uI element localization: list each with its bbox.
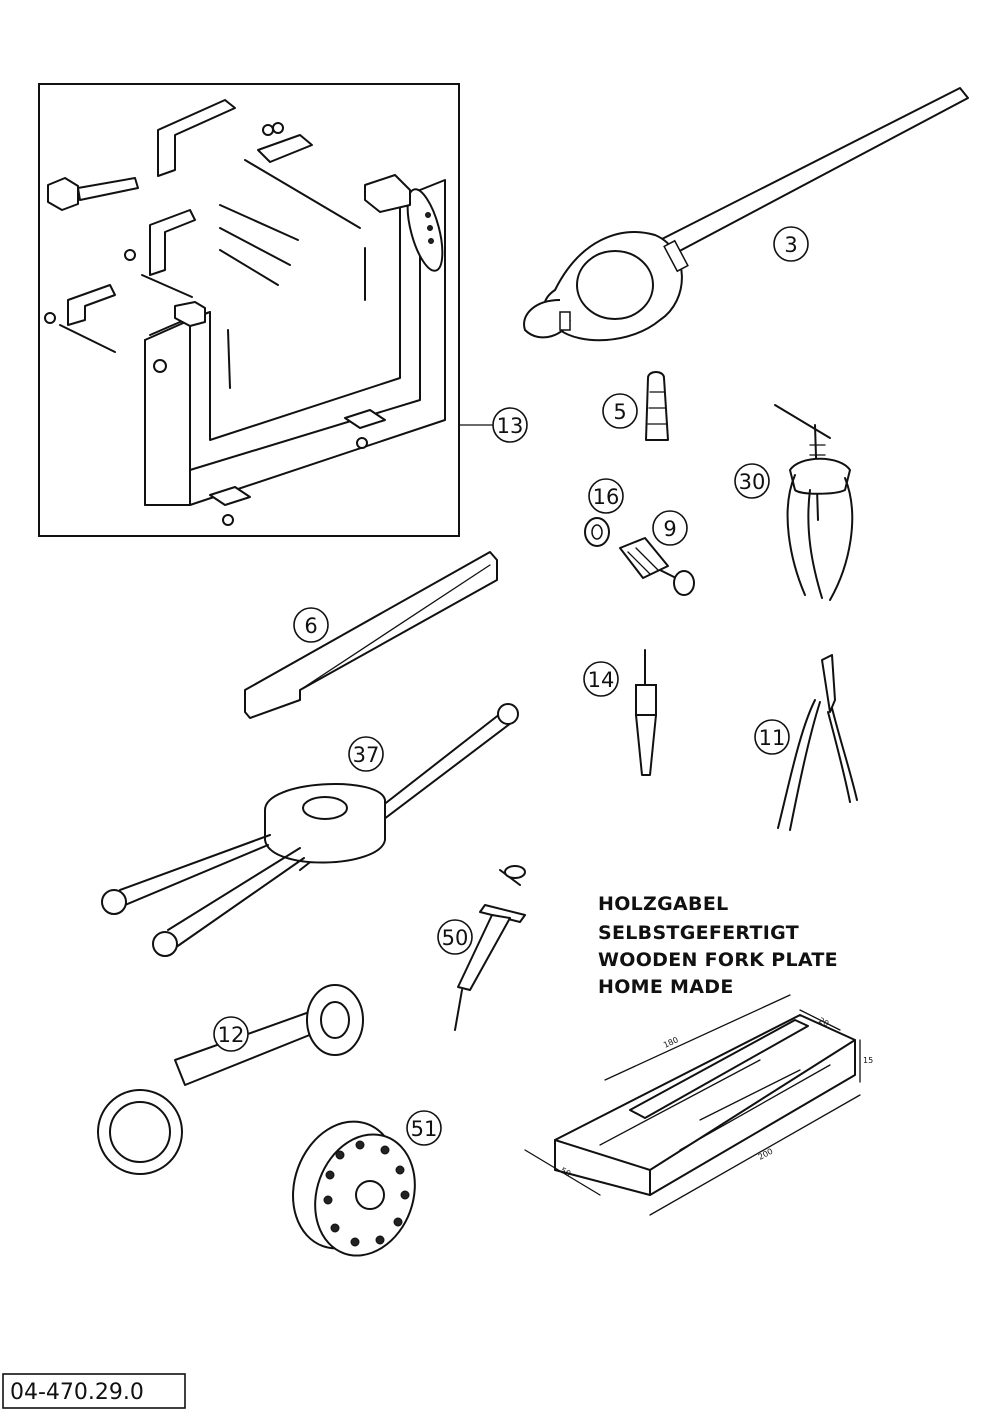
document-number-box: 04-470.29.0 [2,1373,186,1409]
callout-37: 37 [348,736,384,772]
wooden-fork-plate [524,994,861,1216]
callout-5: 5 [602,393,638,429]
note-line-3: WOODEN FORK PLATE [598,949,838,971]
svg-text:6: 6 [304,614,317,638]
callout-14: 14 [583,661,619,697]
part-30-puller [774,404,854,601]
svg-text:37: 37 [353,743,380,767]
svg-text:14: 14 [588,668,615,692]
callout-50: 50 [437,919,473,955]
callout-11: 11 [754,719,790,755]
note-line-1: HOLZGABEL [598,893,729,915]
part-13-frame-assembly [38,83,493,537]
svg-text:50: 50 [442,926,469,950]
part-50-syringe [454,865,526,1031]
svg-text:3: 3 [784,233,797,257]
callout-6: 6 [293,607,329,643]
callout-13: 13 [492,407,528,443]
svg-text:30: 30 [739,470,766,494]
part-14-slide-hammer [635,649,657,776]
part-16-sleeve [584,517,610,547]
dim-height: 15 [863,1056,873,1065]
svg-text:5: 5 [613,400,626,424]
svg-text:11: 11 [759,726,786,750]
callout-16: 16 [588,478,624,514]
part-51-flywheel-puller [292,1120,416,1257]
callout-30: 30 [734,463,770,499]
part-3-wrench [523,87,969,342]
part-12-pin-spanner [97,984,364,1175]
part-6-flat-tool [244,551,498,719]
part-5-tube [645,371,669,441]
part-37-ring-tool [101,703,519,957]
svg-text:9: 9 [663,517,676,541]
svg-text:12: 12 [218,1023,245,1047]
dim-length: 200 [757,1147,775,1162]
dim-width-slot: 20 [817,1016,830,1029]
callout-51: 51 [406,1110,442,1146]
dim-width: 50 [559,1166,572,1179]
part-9-puller-bolt [619,537,695,596]
part-11-pliers [777,654,858,831]
svg-text:16: 16 [593,485,620,509]
note-line-2: SELBSTGEFERTIGT [598,922,799,944]
part-13-box [38,83,460,537]
svg-text:13: 13 [497,414,524,438]
note-line-4: HOME MADE [598,976,734,998]
dim-length-top: 180 [662,1035,680,1050]
svg-text:51: 51 [411,1117,438,1141]
document-number: 04-470.29.0 [10,1380,144,1405]
callout-12: 12 [213,1016,249,1052]
callout-9: 9 [652,510,688,546]
callout-3: 3 [773,226,809,262]
